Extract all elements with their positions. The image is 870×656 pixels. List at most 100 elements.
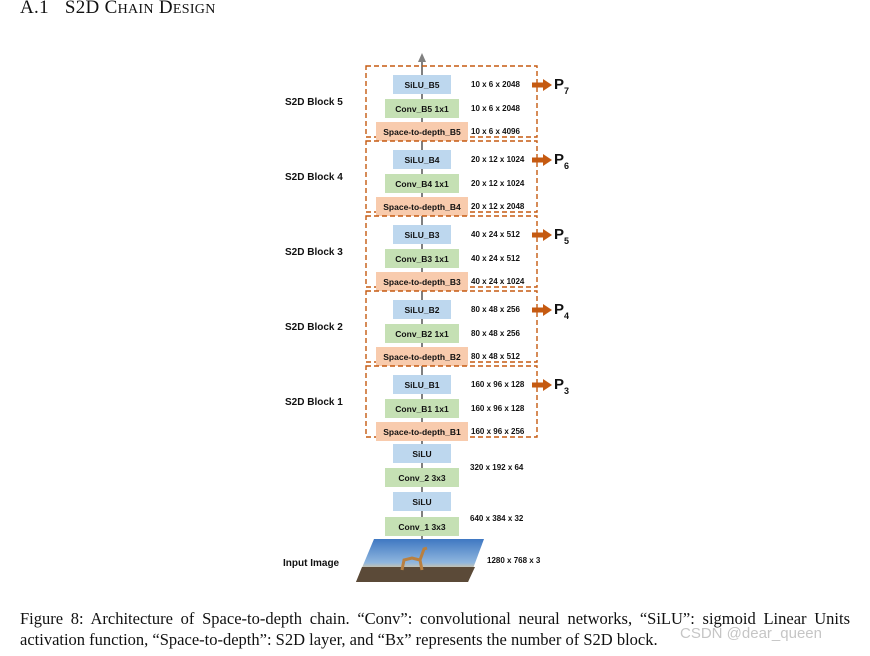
watermark: CSDN @dear_queen bbox=[680, 625, 822, 642]
input-dimension: 1280 x 768 x 3 bbox=[487, 556, 541, 565]
conv-layer-box bbox=[385, 399, 459, 418]
silu-layer-box bbox=[393, 444, 451, 463]
layer-dimension: 320 x 192 x 64 bbox=[470, 463, 524, 472]
output-arrow-head bbox=[543, 154, 552, 166]
output-arrow-head bbox=[543, 229, 552, 241]
block-border bbox=[365, 215, 538, 288]
layer-label: SiLU_B3 bbox=[405, 230, 440, 240]
layer-label: Space-to-depth_B1 bbox=[383, 427, 461, 437]
s2d-layer-box bbox=[376, 347, 468, 366]
output-arrow-shaft bbox=[532, 232, 543, 238]
layer-dimension: 40 x 24 x 512 bbox=[471, 230, 520, 239]
output-arrow-shaft bbox=[532, 382, 543, 388]
layer-label: SiLU_B1 bbox=[405, 380, 440, 390]
layer-label: Conv_B4 1x1 bbox=[395, 179, 449, 189]
layer-label: Space-to-depth_B4 bbox=[383, 202, 461, 212]
block-label: S2D Block 3 bbox=[285, 247, 343, 258]
silu-layer-box bbox=[393, 150, 451, 169]
layer-label: SiLU bbox=[412, 449, 431, 459]
block-border bbox=[365, 140, 538, 213]
conv-layer-box bbox=[385, 99, 459, 118]
s2d-layer-box bbox=[376, 122, 468, 141]
block-border bbox=[365, 65, 538, 138]
output-arrow-shaft bbox=[532, 157, 543, 163]
section-title-part: ESIGN bbox=[172, 2, 216, 17]
layer-label: Conv_B3 1x1 bbox=[395, 254, 449, 264]
giraffe-icon bbox=[400, 546, 428, 571]
output-subscript: 4 bbox=[564, 311, 569, 321]
layer-dimension: 80 x 48 x 512 bbox=[471, 352, 520, 361]
layer-label: SiLU bbox=[412, 497, 431, 507]
output-label: P bbox=[554, 226, 564, 243]
block-border bbox=[365, 365, 538, 438]
layer-dimension: 40 x 24 x 512 bbox=[471, 254, 520, 263]
layer-label: SiLU_B4 bbox=[405, 155, 440, 165]
layer-dimension: 10 x 6 x 2048 bbox=[471, 80, 520, 89]
layer-label: Conv_B2 1x1 bbox=[395, 329, 449, 339]
conv-layer-box bbox=[385, 517, 459, 536]
output-subscript: 7 bbox=[564, 86, 569, 96]
conv-layer-box bbox=[385, 249, 459, 268]
layer-label: Conv_B5 1x1 bbox=[395, 104, 449, 114]
output-subscript: 6 bbox=[564, 161, 569, 171]
section-title-part: S2D C bbox=[64, 0, 118, 18]
layer-dimension: 10 x 6 x 4096 bbox=[471, 127, 520, 136]
s2d-layer-box bbox=[376, 197, 468, 216]
input-image bbox=[356, 539, 484, 582]
output-label: P bbox=[554, 301, 564, 318]
layer-dimension: 80 x 48 x 256 bbox=[471, 305, 520, 314]
input-label: Input Image bbox=[283, 558, 340, 569]
layer-label: Space-to-depth_B2 bbox=[383, 352, 461, 362]
figure-caption: Figure 8: Architecture of Space-to-depth… bbox=[20, 609, 850, 649]
spine-arrowhead bbox=[418, 53, 426, 62]
block-border bbox=[365, 290, 538, 363]
layer-label: Conv_B1 1x1 bbox=[395, 404, 449, 414]
section-number: A.1 bbox=[20, 0, 49, 18]
output-label: P bbox=[554, 76, 564, 93]
section-title-part: HAIN bbox=[117, 2, 154, 17]
output-arrow-head bbox=[543, 379, 552, 391]
layer-dimension: 20 x 12 x 1024 bbox=[471, 155, 525, 164]
block-label: S2D Block 4 bbox=[285, 172, 343, 183]
output-arrow-shaft bbox=[532, 307, 543, 313]
section-title-part: D bbox=[158, 0, 173, 18]
section-heading: A.1 S2D CHAIN DESIGN bbox=[20, 0, 216, 19]
layer-dimension: 160 x 96 x 256 bbox=[471, 427, 525, 436]
output-arrow-head bbox=[543, 79, 552, 91]
output-subscript: 3 bbox=[564, 386, 569, 396]
layer-dimension: 20 x 12 x 1024 bbox=[471, 179, 525, 188]
silu-layer-box bbox=[393, 492, 451, 511]
conv-layer-box bbox=[385, 468, 459, 487]
layer-label: SiLU_B2 bbox=[405, 305, 440, 315]
layer-dimension: 160 x 96 x 128 bbox=[471, 380, 525, 389]
block-label: S2D Block 2 bbox=[285, 322, 343, 333]
silu-layer-box bbox=[393, 225, 451, 244]
layer-dimension: 10 x 6 x 2048 bbox=[471, 104, 520, 113]
layer-label: Space-to-depth_B3 bbox=[383, 277, 461, 287]
silu-layer-box bbox=[393, 300, 451, 319]
output-subscript: 5 bbox=[564, 236, 569, 246]
layer-dimension: 40 x 24 x 1024 bbox=[471, 277, 525, 286]
output-arrow-shaft bbox=[532, 82, 543, 88]
block-label: S2D Block 5 bbox=[285, 97, 343, 108]
layer-dimension: 160 x 96 x 128 bbox=[471, 404, 525, 413]
layer-dimension: 640 x 384 x 32 bbox=[470, 514, 524, 523]
block-label: S2D Block 1 bbox=[285, 397, 343, 408]
silu-layer-box bbox=[393, 75, 451, 94]
layer-label: Conv_2 3x3 bbox=[398, 473, 446, 483]
conv-layer-box bbox=[385, 324, 459, 343]
layer-dimension: 20 x 12 x 2048 bbox=[471, 202, 525, 211]
conv-layer-box bbox=[385, 174, 459, 193]
layer-dimension: 80 x 48 x 256 bbox=[471, 329, 520, 338]
input-image-ground bbox=[356, 567, 475, 582]
layer-label: Conv_1 3x3 bbox=[398, 522, 446, 532]
output-label: P bbox=[554, 151, 564, 168]
s2d-layer-box bbox=[376, 272, 468, 291]
layer-label: Space-to-depth_B5 bbox=[383, 127, 461, 137]
s2d-layer-box bbox=[376, 422, 468, 441]
